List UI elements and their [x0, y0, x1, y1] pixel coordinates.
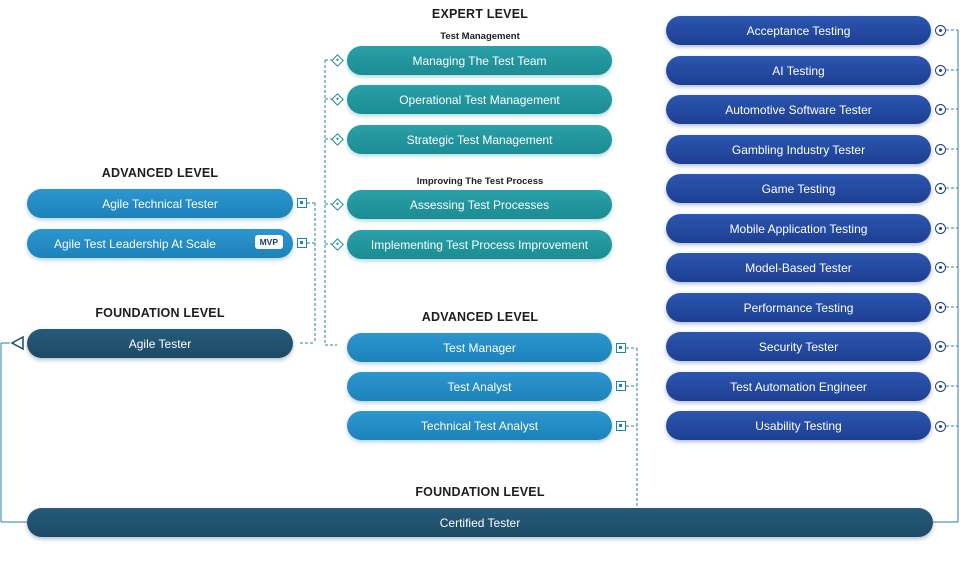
- circle-node-icon: [935, 223, 946, 234]
- specialist-security-pill[interactable]: Security Tester: [666, 332, 931, 361]
- arrow-left-icon: [10, 335, 24, 351]
- mvp-badge: MVP: [254, 235, 283, 249]
- managing-test-team-pill[interactable]: Managing The Test Team: [347, 46, 612, 75]
- circle-node-icon: [935, 302, 946, 313]
- circle-node-icon: [935, 183, 946, 194]
- specialist-game-testing-pill[interactable]: Game Testing: [666, 174, 931, 203]
- square-node-icon: [616, 381, 626, 391]
- specialist-test-automation-pill[interactable]: Test Automation Engineer: [666, 372, 931, 401]
- foundation-level-agile-heading: FOUNDATION LEVEL: [95, 306, 225, 320]
- test-analyst-pill[interactable]: Test Analyst: [347, 372, 612, 401]
- improving-test-process-subheading: Improving The Test Process: [416, 176, 544, 187]
- strategic-test-management-pill[interactable]: Strategic Test Management: [347, 125, 612, 154]
- agile-technical-tester-pill[interactable]: Agile Technical Tester: [27, 189, 293, 218]
- advanced-level-agile-heading: ADVANCED LEVEL: [101, 166, 219, 180]
- circle-node-icon: [935, 65, 946, 76]
- specialist-automotive-pill[interactable]: Automotive Software Tester: [666, 95, 931, 124]
- circle-node-icon: [935, 104, 946, 115]
- circle-node-icon: [935, 25, 946, 36]
- assessing-test-processes-pill[interactable]: Assessing Test Processes: [347, 190, 612, 219]
- test-management-subheading: Test Management: [440, 31, 520, 42]
- square-node-icon: [616, 343, 626, 353]
- test-manager-pill[interactable]: Test Manager: [347, 333, 612, 362]
- circle-node-icon: [935, 144, 946, 155]
- technical-test-analyst-pill[interactable]: Technical Test Analyst: [347, 411, 612, 440]
- square-node-icon: [616, 421, 626, 431]
- circle-node-icon: [935, 341, 946, 352]
- specialist-usability-pill[interactable]: Usability Testing: [666, 411, 931, 440]
- specialist-model-based-pill[interactable]: Model-Based Tester: [666, 253, 931, 282]
- agile-test-leadership-pill[interactable]: Agile Test Leadership At Scale MVP: [27, 229, 293, 258]
- circle-node-icon: [935, 381, 946, 392]
- agile-test-leadership-label: Agile Test Leadership At Scale: [54, 236, 216, 251]
- operational-test-management-pill[interactable]: Operational Test Management: [347, 85, 612, 114]
- specialist-ai-testing-pill[interactable]: AI Testing: [666, 56, 931, 85]
- square-node-icon: [297, 198, 307, 208]
- certified-tester-pill[interactable]: Certified Tester: [27, 508, 933, 537]
- foundation-level-core-heading: FOUNDATION LEVEL: [415, 485, 545, 499]
- circle-node-icon: [935, 262, 946, 273]
- specialist-acceptance-testing-pill[interactable]: Acceptance Testing: [666, 16, 931, 45]
- square-node-icon: [297, 238, 307, 248]
- agile-tester-pill[interactable]: Agile Tester: [27, 329, 293, 358]
- circle-node-icon: [935, 421, 946, 432]
- expert-level-heading: EXPERT LEVEL: [431, 7, 529, 21]
- specialist-performance-pill[interactable]: Performance Testing: [666, 293, 931, 322]
- specialist-gambling-pill[interactable]: Gambling Industry Tester: [666, 135, 931, 164]
- implementing-test-process-improvement-pill[interactable]: Implementing Test Process Improvement: [347, 230, 612, 259]
- advanced-level-core-heading: ADVANCED LEVEL: [421, 310, 539, 324]
- specialist-mobile-pill[interactable]: Mobile Application Testing: [666, 214, 931, 243]
